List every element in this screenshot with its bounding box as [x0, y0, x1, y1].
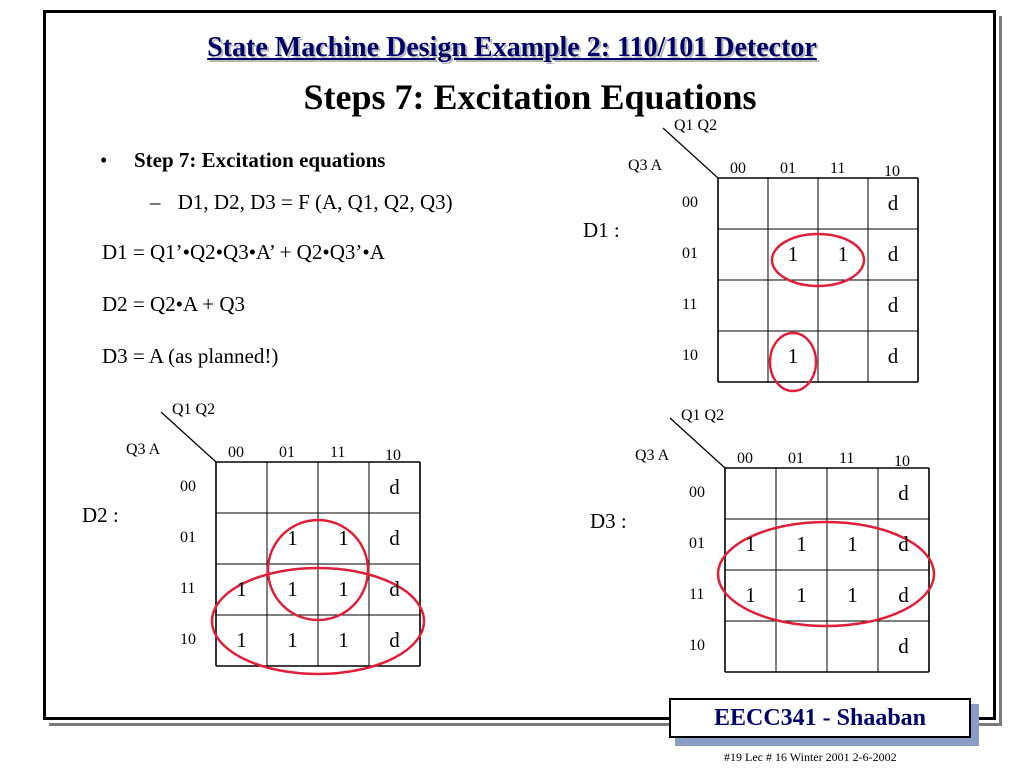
kmap-2-col-label: 01 [279, 444, 295, 461]
equation-d2: D2 = Q2•A + Q3 [102, 292, 246, 316]
kmap-3-cell-value: d [898, 481, 909, 505]
kmap-2-cell-value: 1 [287, 526, 298, 550]
kmap-3-row-label: 10 [689, 637, 705, 654]
slide-title: State Machine Design Example 2: 110/101 … [207, 32, 817, 63]
kmap-2-row-label: 10 [180, 631, 196, 648]
equation-d1: D1 = Q1’•Q2•Q3•A’ + Q2•Q3’•A [102, 240, 385, 264]
kmap-1-row-label: 00 [682, 194, 698, 211]
kmap-2-row-label: 11 [180, 580, 196, 597]
kmap-3-col-label: 11 [839, 450, 855, 467]
kmap-1-row-label: 01 [682, 245, 698, 262]
equation-d3: D3 = A (as planned!) [102, 344, 279, 368]
kmap-2-cell-value: 1 [236, 628, 247, 652]
kmap-1-col-var: Q1 Q2 [674, 117, 718, 134]
kmap-3-cell-value: 1 [796, 583, 807, 607]
kmap-3-col-label: 01 [788, 450, 804, 467]
kmap-3-cell-value: 1 [847, 583, 858, 607]
kmap-3-cell-value: d [898, 583, 909, 607]
kmap-2-cell-value: d [389, 628, 400, 652]
kmap-3-row-label: 01 [689, 535, 705, 552]
kmap-3-cell-value: 1 [796, 532, 807, 556]
kmap-1-cell-value: d [887, 191, 899, 215]
kmap-2-col-label: 11 [330, 444, 346, 461]
slide-footer: #19 Lec # 16 Winter 2001 2-6-2002 [724, 750, 897, 764]
kmap-2-cell-value: 1 [287, 577, 298, 601]
kmap-1-col-label: 00 [730, 160, 746, 177]
kmap-2-row-label: 01 [180, 529, 196, 546]
kmap-1-cell-value: 1 [787, 344, 799, 368]
kmap-3-cell-value: 1 [847, 532, 858, 556]
sub-bullet: – D1, D2, D3 = F (A, Q1, Q2, Q3) [150, 190, 453, 215]
kmap-3-cell-value: 1 [745, 532, 756, 556]
kmap-3-row-var: Q3 A [635, 447, 670, 464]
kmap-3-cell-value: d [898, 532, 909, 556]
kmap-2-cell-value: 1 [338, 526, 349, 550]
kmap-1-col-label: 11 [830, 160, 846, 177]
kmap-2-col-label: 00 [228, 444, 244, 461]
kmap-2-col-var: Q1 Q2 [172, 401, 216, 418]
kmap-1-row-var: Q3 A [628, 157, 663, 174]
kmap-3-name: D3 : [590, 509, 627, 533]
sub-bullet-text: D1, D2, D3 = F (A, Q1, Q2, Q3) [177, 190, 453, 214]
kmap-1-row-label: 11 [682, 296, 698, 313]
kmap-1-cell-value: d [887, 293, 899, 317]
kmap-1-name: D1 : [583, 218, 620, 242]
course-logo: EECC341 - Shaaban [669, 698, 971, 738]
kmap-3-cell-value: 1 [745, 583, 756, 607]
kmap-3-col-label: 10 [894, 453, 910, 470]
kmap-2-cell-value: d [389, 475, 400, 499]
kmap-1-cell-value: 1 [787, 242, 799, 266]
slide-subtitle: Steps 7: Excitation Equations [303, 77, 757, 117]
slide-frame-shadow [49, 16, 1002, 726]
kmap-1-col-label: 01 [780, 160, 796, 177]
kmap-2-name: D2 : [82, 503, 119, 527]
kmap-3-row-label: 11 [689, 586, 705, 603]
kmap-1-row-label: 10 [682, 347, 698, 364]
kmap-3-cell-value: d [898, 634, 909, 658]
kmap-2-cell-value: 1 [338, 577, 349, 601]
sub-bullet-marker: – [150, 190, 161, 214]
kmap-2-cell-value: 1 [338, 628, 349, 652]
kmap-2-row-var: Q3 A [126, 441, 161, 458]
kmap-1-cell-value: d [887, 242, 899, 266]
kmap-2-cell-value: d [389, 577, 400, 601]
kmap-3-col-var: Q1 Q2 [681, 407, 725, 424]
kmap-3-row-label: 00 [689, 484, 705, 501]
kmap-2-cell-value: 1 [287, 628, 298, 652]
kmap-3-col-label: 00 [737, 450, 753, 467]
slide-frame [43, 10, 996, 720]
kmap-1-col-label: 10 [884, 163, 900, 180]
kmap-1-cell-value: d [887, 344, 899, 368]
kmap-1-cell-value: 1 [837, 242, 849, 266]
bullet-marker: • [100, 148, 108, 172]
kmap-2-cell-value: 1 [236, 577, 247, 601]
kmap-2-row-label: 00 [180, 478, 196, 495]
kmap-2-cell-value: d [389, 526, 400, 550]
bullet-text: Step 7: Excitation equations [134, 148, 386, 172]
kmap-2-col-label: 10 [385, 447, 401, 464]
